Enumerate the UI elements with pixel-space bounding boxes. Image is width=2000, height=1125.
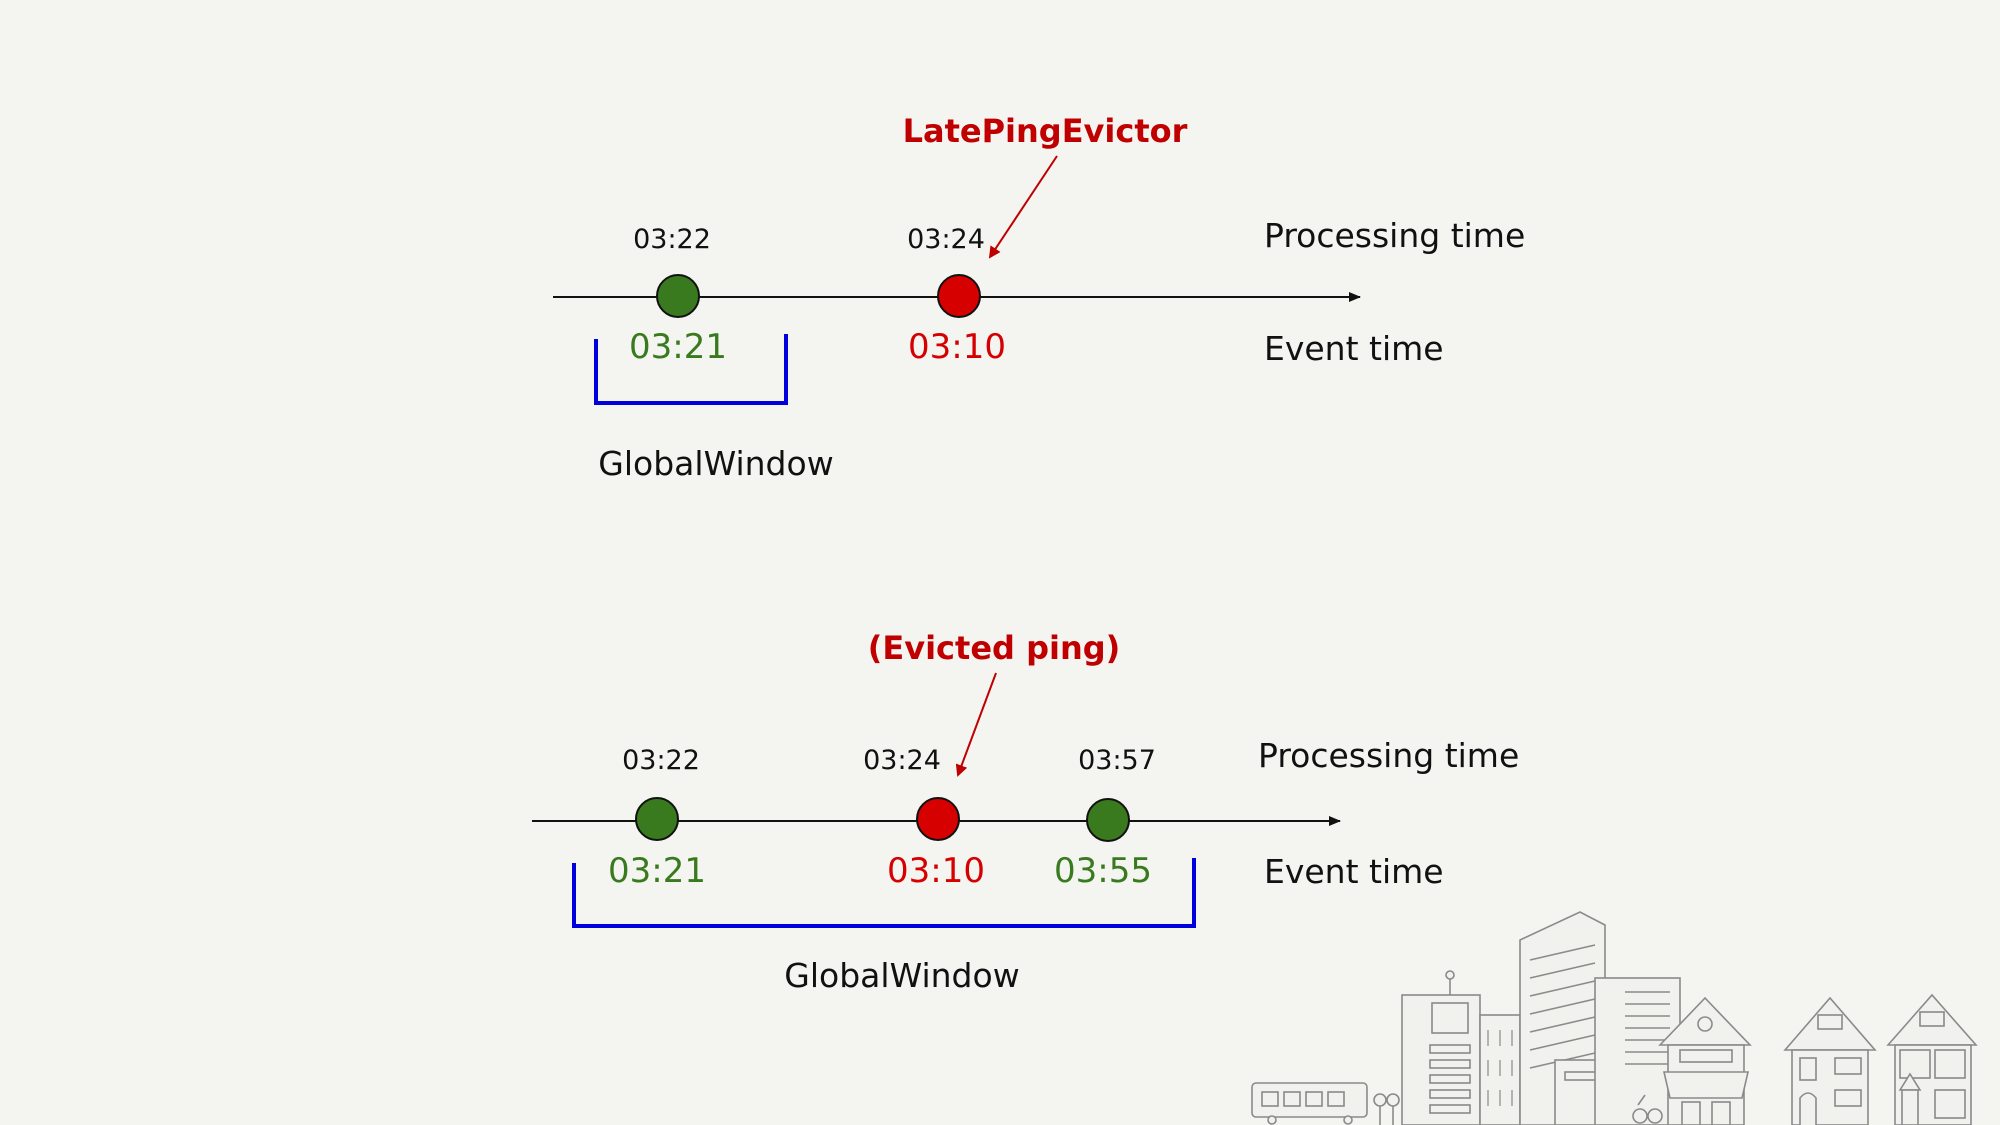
bottom-window-bracket (572, 858, 1196, 928)
house-icon (1886, 993, 1978, 1125)
top-event-1-dot (656, 274, 700, 318)
bottom-event-1-event-time: 03:21 (608, 851, 706, 891)
cyclist-icon (1632, 1094, 1663, 1124)
city-skyline-illustration (1251, 911, 1978, 1125)
bottom-event-3-processing-time: 03:57 (1078, 745, 1156, 776)
bottom-diagram: (Evicted ping) Processing time Event tim… (532, 629, 1519, 995)
top-window-bracket (594, 334, 788, 405)
top-annotation: LatePingEvictor (903, 112, 1188, 150)
tree-icon (1373, 1093, 1400, 1125)
tram-icon (1251, 1082, 1368, 1125)
bottom-annotation-arrow (955, 672, 997, 777)
bottom-event-2-event-time: 03:10 (887, 851, 985, 891)
bottom-window-label: GlobalWindow (784, 956, 1019, 995)
bottom-event-2-processing-time: 03:24 (863, 745, 941, 776)
top-event-time-label: Event time (1264, 329, 1444, 368)
striped-building-icon (1594, 977, 1681, 1125)
top-event-2-dot (937, 274, 981, 318)
top-event-2-processing-time: 03:24 (907, 224, 985, 255)
bottom-annotation: (Evicted ping) (868, 629, 1121, 667)
top-event-2-event-time: 03:10 (908, 327, 1006, 367)
bottom-event-time-label: Event time (1264, 852, 1444, 891)
bottom-event-3-event-time: 03:55 (1054, 851, 1152, 891)
top-window-label: GlobalWindow (598, 444, 833, 483)
shop-house-icon (1658, 996, 1752, 1125)
top-annotation-arrow (988, 155, 1058, 259)
bottom-processing-time-label: Processing time (1258, 736, 1519, 775)
top-event-1-event-time: 03:21 (629, 327, 727, 367)
top-event-1-processing-time: 03:22 (633, 224, 711, 255)
office-building-icon (1401, 970, 1481, 1125)
bottom-event-1-dot (635, 797, 679, 841)
house-icon (1783, 996, 1877, 1125)
bottom-event-1-processing-time: 03:22 (622, 745, 700, 776)
top-diagram: LatePingEvictor Processing time Event ti… (553, 112, 1525, 483)
bottom-event-3-dot (1086, 798, 1130, 842)
bottom-event-2-dot (916, 797, 960, 841)
top-processing-time-label: Processing time (1264, 216, 1525, 255)
